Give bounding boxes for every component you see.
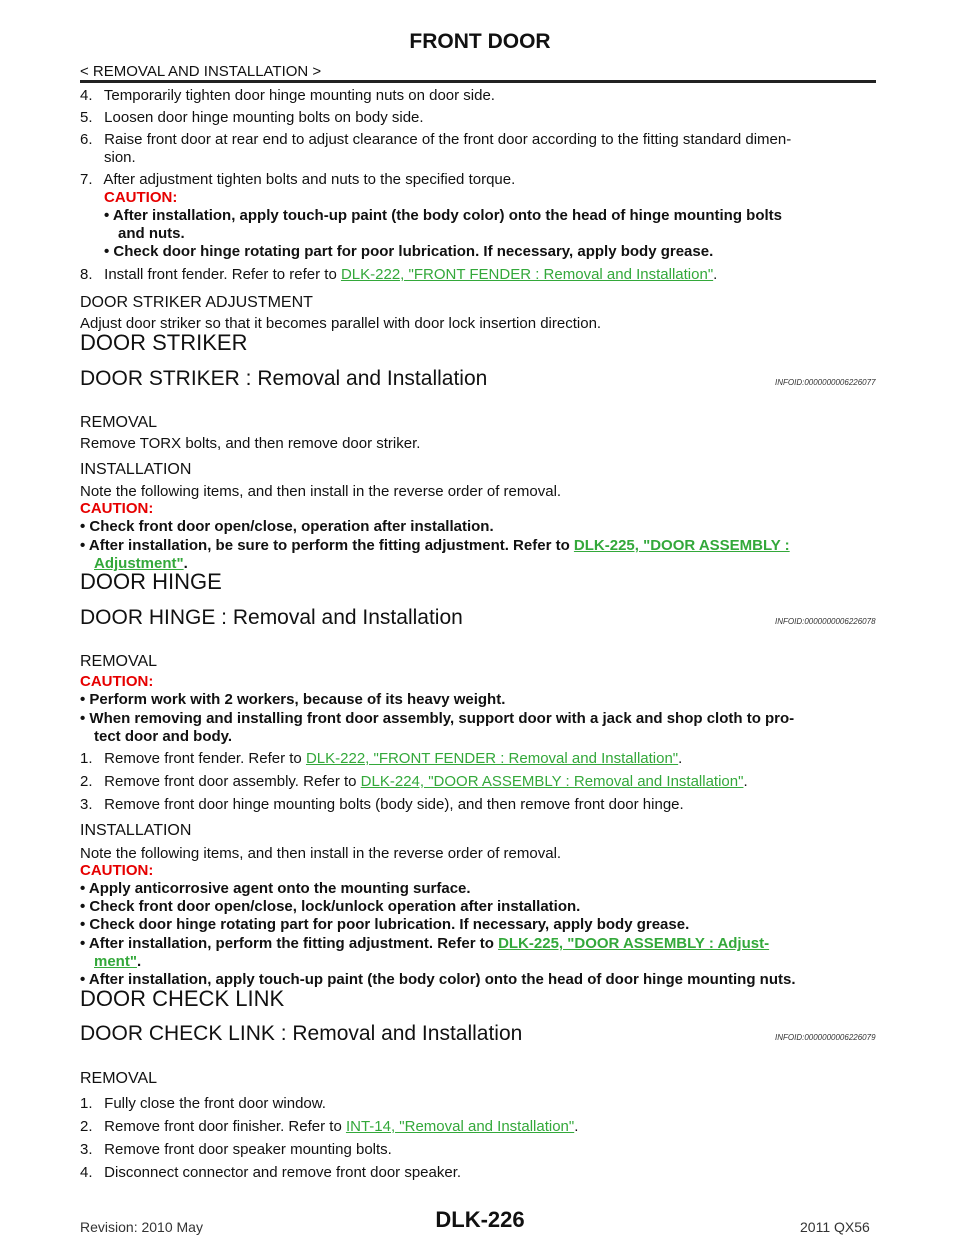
caution-item: • After installation, apply touch-up pai… — [80, 971, 796, 988]
section-heading: DOOR CHECK LINK — [80, 986, 285, 1011]
caution-label: CAUTION: — [104, 189, 178, 206]
caution-item: • Check front door open/close, operation… — [80, 518, 494, 535]
step-5: 5. Loosen door hinge mounting bolts on b… — [80, 109, 424, 126]
caution-item-cont: tect door and body. — [94, 728, 233, 745]
subheading: REMOVAL — [80, 653, 158, 670]
step-3: 3. Remove front door speaker mounting bo… — [80, 1141, 392, 1158]
subsection-heading: DOOR CHECK LINK : Removal and Installati… — [80, 1022, 523, 1045]
step-7: 7. After adjustment tighten bolts and nu… — [80, 171, 516, 188]
caution-item-cont: Adjustment". — [94, 555, 188, 572]
step-1: 1. Remove front fender. Refer to DLK-222… — [80, 750, 683, 767]
subheading: DOOR STRIKER ADJUSTMENT — [80, 294, 313, 311]
section-heading: DOOR HINGE — [80, 569, 222, 594]
caution-item: • When removing and installing front doo… — [80, 710, 795, 727]
caution-item-cont: ment". — [94, 953, 142, 970]
step-1: 1. Fully close the front door window. — [80, 1095, 326, 1112]
paragraph: Remove TORX bolts, and then remove door … — [80, 435, 421, 452]
header-rule — [80, 80, 876, 83]
ref-link[interactable]: DLK-225, "DOOR ASSEMBLY : — [573, 537, 790, 554]
ref-link[interactable]: INT-14, "Removal and Installation" — [345, 1118, 575, 1135]
step-8: 8. Install front fender. Refer to refer … — [80, 266, 718, 283]
model-label: 2011 QX56 — [800, 1219, 870, 1235]
ref-link[interactable]: DLK-222, "FRONT FENDER : Removal and Ins… — [305, 750, 679, 767]
caution-item: • Check door hinge rotating part for poo… — [104, 243, 714, 260]
caution-label: CAUTION: — [80, 862, 154, 879]
subheading: INSTALLATION — [80, 461, 192, 478]
subsection-heading: DOOR STRIKER : Removal and Installation — [80, 367, 488, 390]
step-4: 4. Disconnect connector and remove front… — [80, 1164, 462, 1181]
ref-link[interactable]: DLK-222, "FRONT FENDER : Removal and Ins… — [340, 266, 714, 283]
page-number: DLK-226 — [435, 1207, 525, 1232]
step-2: 2. Remove front door assembly. Refer to … — [80, 773, 748, 790]
ref-link[interactable]: DLK-224, "DOOR ASSEMBLY : Removal and In… — [360, 773, 744, 790]
step-4: 4. Temporarily tighten door hinge mounti… — [80, 87, 495, 104]
info-id: INFOID:0000000006226079 — [775, 1033, 876, 1042]
caution-item: • Check front door open/close, lock/unlo… — [80, 898, 581, 915]
section-heading: DOOR STRIKER — [80, 330, 248, 355]
info-id: INFOID:0000000006226078 — [775, 617, 876, 626]
breadcrumb: < REMOVAL AND INSTALLATION > — [80, 63, 322, 80]
step-6-cont: sion. — [104, 149, 136, 166]
caution-item: • After installation, perform the fittin… — [80, 935, 770, 952]
caution-item-cont: and nuts. — [118, 225, 185, 242]
caution-label: CAUTION: — [80, 500, 154, 517]
ref-link[interactable]: DLK-225, "DOOR ASSEMBLY : Adjust- — [498, 935, 770, 952]
step-2: 2. Remove front door finisher. Refer to … — [80, 1118, 579, 1135]
paragraph: Adjust door striker so that it becomes p… — [80, 315, 602, 332]
paragraph: Note the following items, and then insta… — [80, 483, 562, 500]
caution-item: • Check door hinge rotating part for poo… — [80, 916, 690, 933]
caution-item: • Perform work with 2 workers, because o… — [80, 691, 506, 708]
caution-label: CAUTION: — [80, 673, 154, 690]
subsection-heading: DOOR HINGE : Removal and Installation — [80, 606, 463, 629]
step-6: 6. Raise front door at rear end to adjus… — [80, 131, 792, 148]
subheading: REMOVAL — [80, 1070, 158, 1087]
caution-item: • After installation, apply touch-up pai… — [104, 207, 782, 224]
paragraph: Note the following items, and then insta… — [80, 845, 562, 862]
revision-label: Revision: 2010 May — [80, 1219, 203, 1235]
info-id: INFOID:0000000006226077 — [775, 378, 876, 387]
page-title: FRONT DOOR — [409, 30, 551, 53]
ref-link[interactable]: Adjustment" — [94, 555, 184, 572]
caution-item: • Apply anticorrosive agent onto the mou… — [80, 880, 471, 897]
step-3: 3. Remove front door hinge mounting bolt… — [80, 796, 684, 813]
caution-item: • After installation, be sure to perform… — [80, 537, 790, 554]
subheading: REMOVAL — [80, 414, 158, 431]
subheading: INSTALLATION — [80, 822, 192, 839]
ref-link[interactable]: ment" — [94, 953, 137, 970]
